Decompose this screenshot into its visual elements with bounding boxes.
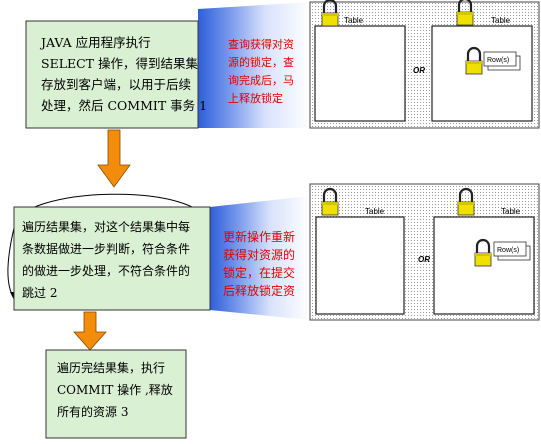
panel-2-rows-label: Row(s) bbox=[497, 247, 519, 254]
callout-2-line-4: 后释放锁定资 bbox=[223, 283, 295, 298]
step-1-line-4: 处理，然后 COMMIT 事务 1 bbox=[41, 98, 207, 113]
panel-1-rows-box bbox=[483, 51, 517, 67]
step-2-line-1: 遍历结果集，对这个结果集中每 bbox=[22, 219, 190, 234]
svg-text:查询获得对资 源的锁定，查 询完成后，马: 查询获得对资 源的锁定，查 询完成后，马 上释放锁定 bbox=[228, 37, 298, 105]
step-3-line-1: 遍历完结果集，执行 bbox=[57, 360, 165, 375]
step-3-line-3: 所有的资源 3 bbox=[57, 404, 128, 419]
step-2-line-2: 条数据做进一步判断，符合条件 bbox=[22, 241, 190, 256]
panel-2-table-label-b: Table bbox=[501, 207, 521, 216]
step-1-line-1: JAVA 应用程序执行 bbox=[39, 35, 151, 50]
down-arrow-1 bbox=[97, 129, 131, 188]
down-arrow-2 bbox=[73, 311, 107, 351]
panel-1-or-label: OR bbox=[413, 66, 425, 75]
panel-2-or-label: OR bbox=[418, 255, 430, 264]
panel-1-table-label-a: Table bbox=[344, 16, 364, 25]
callout-1-line-4: 上释放锁定 bbox=[228, 91, 283, 105]
svg-text:遍历完结果集，执行 COMMIT 操作 ,释放: 遍历完结果集，执行 COMMIT 操作 ,释放 所有的资源 3 bbox=[57, 360, 177, 419]
callout-2-line-3: 锁定，在提交 bbox=[223, 265, 295, 280]
step-1-line-2: SELECT 操作，得到结果集 bbox=[41, 56, 198, 71]
svg-text:遍历结果集，对这个结果集中每 条数据做进一步判断，符: 遍历结果集，对这个结果集中每 条数据做进一步判断，符合条件 的做进一步处理，不符… bbox=[22, 219, 194, 300]
panel-1-rows-label: Row(s) bbox=[487, 57, 509, 64]
step-3-line-2: COMMIT 操作 ,释放 bbox=[57, 382, 173, 397]
panel-2-table-label-a: Table bbox=[365, 207, 385, 216]
step-box-3 bbox=[45, 349, 187, 439]
step-1-line-3: 存放到客户端，以用于后续 bbox=[41, 77, 191, 92]
callout-1-line-2: 源的锁定，查 bbox=[228, 55, 294, 69]
svg-text:JAVA 应用程序执行 SELECT 操作，得到结果: JAVA 应用程序执行 SELECT 操作，得到结果集 存放到客户端，以用于后续… bbox=[39, 35, 207, 113]
step-2-line-3: 的做进一步处理，不符合条件的 bbox=[22, 263, 190, 278]
step-box-1 bbox=[25, 20, 199, 129]
callout-1 bbox=[198, 2, 310, 128]
panel-2-table-b bbox=[433, 216, 535, 315]
panel-1-table-a bbox=[314, 25, 406, 122]
panel-1-table-label-b: Table bbox=[491, 16, 511, 25]
step-box-2 bbox=[13, 206, 211, 311]
callout-1-line-1: 查询获得对资 bbox=[228, 37, 294, 51]
svg-text:更新操作重新 获得对资源的 锁定，在提交: 更新操作重新 获得对资源的 锁定，在提交 后释放锁定资 bbox=[223, 229, 299, 298]
callout-2-line-2: 获得对资源的 bbox=[223, 247, 295, 262]
panel-2-rows-box bbox=[493, 241, 527, 257]
callout-1-line-3: 询完成后，马 bbox=[228, 73, 294, 87]
step-2-line-4: 跳过 2 bbox=[22, 286, 57, 300]
loop-arrow-lower bbox=[7, 227, 15, 299]
panel-2-table-a bbox=[315, 216, 405, 315]
callout-2-line-1: 更新操作重新 bbox=[223, 229, 295, 244]
callout-2 bbox=[210, 196, 310, 320]
